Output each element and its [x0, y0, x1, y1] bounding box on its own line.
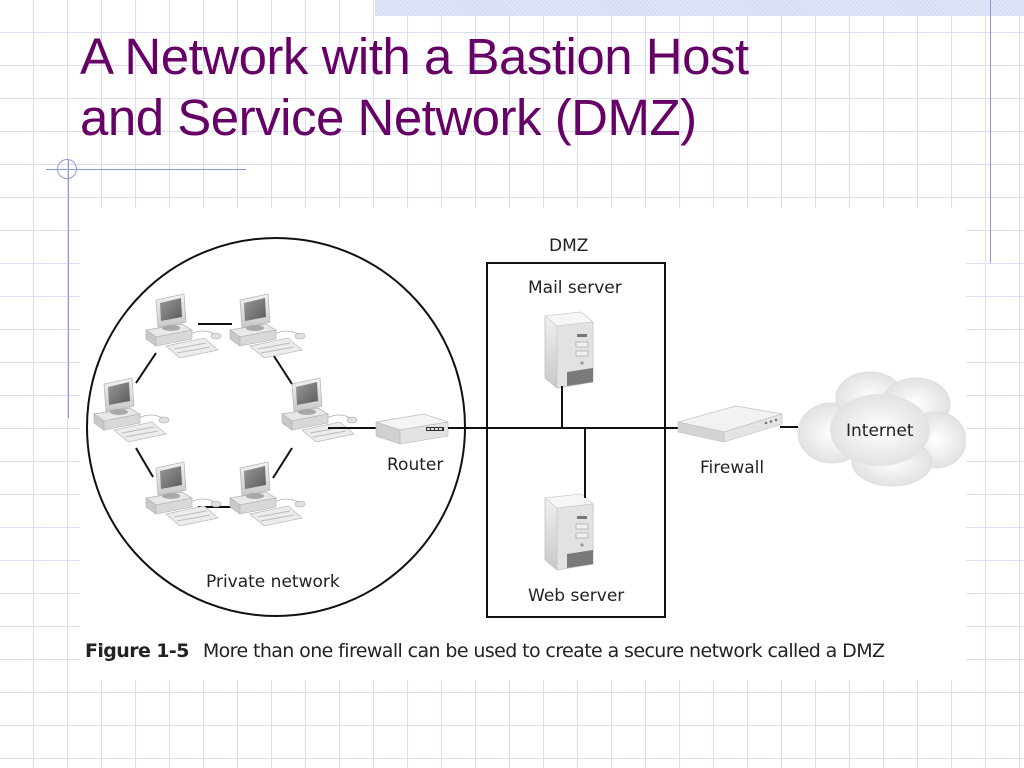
router-label: Router [387, 455, 443, 475]
link-pc-top-right-to-pc-right [271, 352, 293, 385]
top-decorative-stripe [375, 0, 1024, 16]
slide-title: A Network with a Bastion Host and Servic… [80, 26, 749, 148]
router-icon [375, 413, 449, 445]
figure-number: Figure 1-5 [85, 640, 189, 662]
network-diagram: DMZ Mail server Web server Router Firewa… [80, 208, 966, 680]
dmz-boundary [486, 262, 666, 618]
figure-caption: Figure 1-5 More than one firewall can be … [85, 640, 885, 662]
accent-ring-icon [57, 159, 77, 179]
computer-icon-top-right [229, 293, 306, 359]
mail-server-icon [544, 311, 594, 389]
link-pc-left-to-pc-top-left [135, 352, 157, 384]
dmz-label: DMZ [549, 236, 588, 256]
slide-title-line-1: A Network with a Bastion Host [80, 28, 749, 85]
private-network-label: Private network [206, 572, 340, 592]
mail-server-label: Mail server [528, 278, 622, 298]
computer-icon-left [93, 377, 170, 443]
computer-icon-bottom-left [145, 461, 222, 527]
internet-cloud-icon [797, 371, 966, 487]
computer-icon-right [281, 377, 358, 443]
title-underline-accent [46, 169, 246, 170]
firewall-icon [677, 405, 783, 443]
slide-title-line-2: and Service Network (DMZ) [80, 89, 697, 146]
web-server-label: Web server [528, 586, 624, 606]
computer-icon-bottom-right [229, 461, 306, 527]
firewall-label: Firewall [700, 458, 764, 478]
web-server-icon [544, 493, 594, 571]
left-accent-line [68, 160, 69, 418]
link-pc-bottom-left-to-pc-left [135, 447, 154, 478]
link-pc-right-to-pc-bottom-right [272, 447, 293, 479]
right-accent-line [990, 0, 991, 263]
internet-label: Internet [846, 421, 914, 441]
figure-caption-text: More than one firewall can be used to cr… [202, 640, 885, 662]
computer-icon-top-left [145, 293, 222, 359]
